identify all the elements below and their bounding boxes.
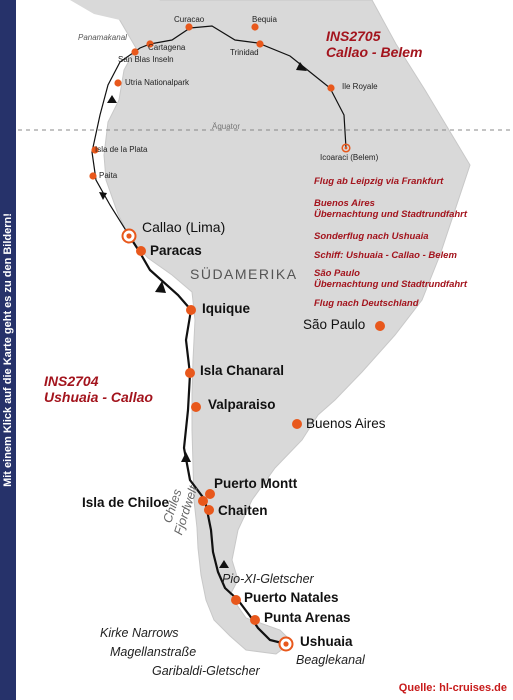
place-label-isla-chanaral: Isla Chanaral (200, 363, 285, 378)
route-arrow (99, 192, 107, 200)
place-label-ushuaia: Ushuaia (300, 634, 353, 649)
route-arrow (155, 281, 166, 293)
place-label-cartagena: Cartagena (148, 43, 186, 52)
route-arrow (219, 560, 229, 568)
ushuaia-marker-inner (283, 641, 289, 647)
place-label-pio-xi: Pio-XI-Gletscher (222, 572, 314, 586)
legend-item-3: Sonderflug nach Ushuaia (314, 231, 429, 242)
cruise-south-route: Ushuaia - Callao (44, 389, 153, 405)
place-label-curacao: Curacao (174, 15, 205, 24)
place-label-paita: Paita (99, 171, 118, 180)
continent-label: SÜDAMERIKA (190, 266, 298, 282)
place-label-chaiten: Chaiten (218, 503, 268, 518)
place-label-puerto-natales: Puerto Natales (244, 590, 339, 605)
route-south (129, 236, 287, 646)
route-north (91, 25, 347, 238)
legend-item-2b: Übernachtung und Stadtrundfahrt (314, 209, 468, 220)
sidebar-text: Mit einem Klick auf die Karte geht es zu… (2, 213, 14, 487)
legend-item-1: Flug ab Leipzig via Frankfurt (314, 176, 444, 187)
route-arrow (296, 62, 307, 71)
cruise-south-code: INS2704 (44, 373, 99, 389)
legend-item-6: Flug nach Deutschland (314, 298, 419, 309)
sidebar-banner[interactable]: Mit einem Klick auf die Karte geht es zu… (0, 0, 16, 700)
place-label-bequia: Bequia (252, 15, 277, 24)
big-port-dots (136, 246, 385, 625)
belem-marker-inner (344, 146, 348, 150)
legend-item-2a: Buenos Aires (314, 198, 375, 209)
legend-item-5a: São Paulo (314, 268, 360, 279)
place-label-san-blas: San Blas Inseln (118, 55, 174, 64)
route-arrow (181, 452, 191, 462)
callao-marker-inner (126, 233, 132, 239)
place-label-callao: Callao (Lima) (142, 219, 226, 235)
place-label-puerto-montt: Puerto Montt (214, 476, 298, 491)
place-label-iquique: Iquique (202, 301, 250, 316)
caribbean-islands (70, 0, 160, 20)
cruise-south-title: INS2704 Ushuaia - Callao (44, 373, 153, 405)
cruise-north-code: INS2705 (326, 28, 381, 44)
place-label-magellanstrasse: Magellanstraße (110, 645, 197, 659)
place-label-sao-paulo: São Paulo (303, 317, 366, 332)
belem-marker (341, 143, 351, 153)
equator-label: Äquator (212, 122, 241, 131)
place-label-buenos-aires: Buenos Aires (306, 416, 386, 431)
place-label-trinidad: Trinidad (230, 48, 259, 57)
source-credit: Quelle: hl-cruises.de (398, 682, 507, 694)
legend-item-4: Schiff: Ushuaia - Callao - Belem (314, 250, 457, 261)
cruise-north-title: INS2705 Callao - Belem (326, 28, 422, 60)
place-label-beaglekanal: Beaglekanal (296, 653, 365, 667)
route-arrow (107, 95, 117, 103)
place-label-icoaraci: Icoaraci (Belem) (320, 153, 379, 162)
place-label-valparaiso: Valparaiso (208, 397, 276, 412)
place-label-paracas: Paracas (150, 243, 202, 258)
place-label-kirke-narrows: Kirke Narrows (100, 626, 179, 640)
place-label-ile-royale: Ile Royale (342, 82, 378, 91)
place-label-isla-de-la-plata: Isla de la Plata (95, 145, 148, 154)
place-label-panamakanal: Panamakanal (78, 33, 127, 42)
place-label-punta-arenas: Punta Arenas (264, 610, 351, 625)
place-label-utria: Utria Nationalpark (125, 78, 190, 87)
small-port-dots (89, 23, 335, 180)
place-label-garibaldi: Garibaldi-Gletscher (152, 664, 260, 678)
south-america-land (103, 0, 471, 655)
cruise-north-route: Callao - Belem (326, 44, 423, 60)
place-label-isla-de-chiloe: Isla de Chiloe (82, 495, 170, 510)
legend-item-5b: Übernachtung und Stadtrundfahrt (314, 279, 468, 290)
